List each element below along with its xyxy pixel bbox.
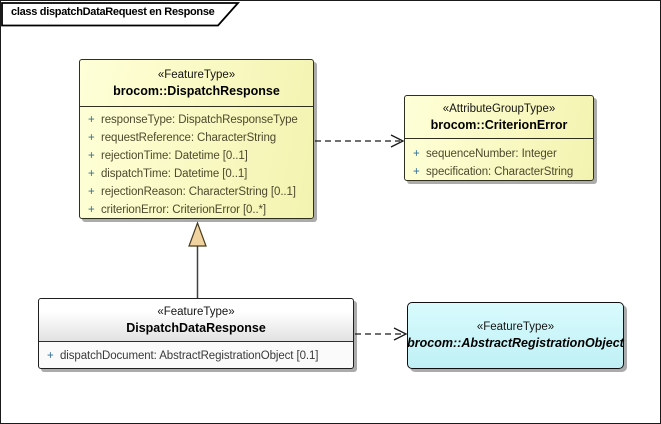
diagram-title: class dispatchDataRequest en Response xyxy=(11,6,215,18)
stereotype-label: «FeatureType» xyxy=(476,321,555,333)
attribute-row: + criterionError: CriterionError [0..*] xyxy=(80,201,313,219)
stereotype-label: «AttributeGroupType» xyxy=(442,102,556,115)
attribute-compartment: + sequenceNumber: Integer + specification:… xyxy=(405,139,593,181)
attribute-text: responseType: DispatchResponseType xyxy=(101,114,298,126)
attribute-row: + sequenceNumber: Integer xyxy=(405,145,593,163)
class-name: brocom::CriterionError xyxy=(430,117,568,132)
dependency-connector-criterion-error xyxy=(315,134,405,148)
attribute-text: requestReference: CharacterString xyxy=(101,132,277,144)
visibility-marker: + xyxy=(88,114,95,126)
attribute-compartment: + responseType: DispatchResponseType + req… xyxy=(80,107,313,219)
class-header: «AttributeGroupType» brocom::CriterionEr… xyxy=(405,96,593,138)
compartment-divider xyxy=(405,138,593,139)
generalization-connector xyxy=(188,221,207,298)
open-arrowhead xyxy=(393,327,408,341)
visibility-marker: + xyxy=(413,166,420,178)
visibility-marker: + xyxy=(47,350,54,362)
class-header: «FeatureType» brocom::DispatchResponse xyxy=(80,60,313,106)
visibility-marker: + xyxy=(88,168,95,180)
attribute-text: sequenceNumber: Integer xyxy=(426,148,557,160)
stereotype-label: «FeatureType» xyxy=(157,305,235,318)
class-header: «FeatureType» DispatchDataResponse xyxy=(39,299,353,341)
attribute-text: rejectionTime: Datetime [0..1] xyxy=(101,150,248,162)
visibility-marker: + xyxy=(88,204,95,216)
class-box-criterion-error[interactable]: «AttributeGroupType» brocom::CriterionEr… xyxy=(404,95,594,181)
class-box-dispatch-data-response[interactable]: «FeatureType» DispatchDataResponse + disp… xyxy=(38,298,354,369)
attribute-row: + dispatchTime: Datetime [0..1] xyxy=(80,165,313,183)
attribute-row: + specification: CharacterString xyxy=(405,163,593,181)
attribute-row: + dispatchDocument: AbstractRegistrationO… xyxy=(39,347,353,365)
attribute-row: + requestReference: CharacterString xyxy=(80,129,313,147)
attribute-text: rejectionReason: CharacterString [0..1] xyxy=(101,186,296,198)
attribute-text: dispatchTime: Datetime [0..1] xyxy=(101,168,248,180)
attribute-text: specification: CharacterString xyxy=(426,166,574,178)
generalization-triangle xyxy=(188,221,207,247)
class-name: DispatchDataResponse xyxy=(126,320,266,335)
dependency-connector-abstract-registration-object xyxy=(355,327,408,341)
attribute-text: criterionError: CriterionError [0..*] xyxy=(101,204,267,216)
compartment-divider xyxy=(39,341,353,342)
attribute-compartment: + dispatchDocument: AbstractRegistrationO… xyxy=(39,342,353,365)
attribute-row: + rejectionTime: Datetime [0..1] xyxy=(80,147,313,165)
visibility-marker: + xyxy=(88,150,95,162)
attribute-row: + rejectionReason: CharacterString [0..1] xyxy=(80,183,313,201)
visibility-marker: + xyxy=(88,186,95,198)
attribute-row: + responseType: DispatchResponseType xyxy=(80,111,313,129)
class-name: brocom::AbstractRegistrationObject xyxy=(407,336,624,350)
class-box-dispatch-response[interactable]: «FeatureType» brocom::DispatchResponse +… xyxy=(79,59,314,219)
attribute-text: dispatchDocument: AbstractRegistrationOb… xyxy=(60,350,319,362)
compartment-divider xyxy=(80,106,313,107)
class-name: brocom::DispatchResponse xyxy=(113,83,280,98)
class-box-abstract-registration-object[interactable]: «FeatureType» brocom::AbstractRegistrati… xyxy=(407,302,624,369)
open-arrowhead xyxy=(390,134,405,148)
visibility-marker: + xyxy=(88,132,95,144)
stereotype-label: «FeatureType» xyxy=(157,68,236,81)
visibility-marker: + xyxy=(413,148,420,160)
